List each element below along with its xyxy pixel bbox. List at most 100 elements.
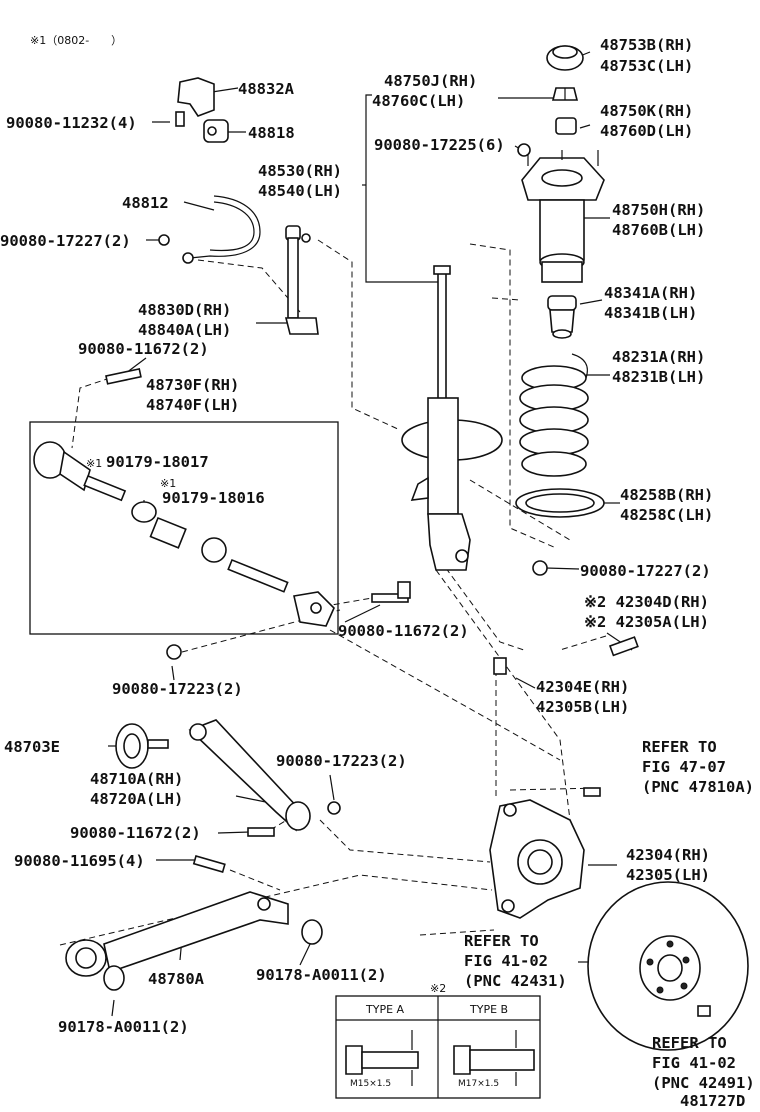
label-48760c: 48760C(LH) bbox=[372, 92, 465, 110]
label-48760b: 48760B(LH) bbox=[612, 221, 705, 239]
bolt-part bbox=[105, 367, 142, 385]
screw-part bbox=[697, 1005, 711, 1017]
refer-fig-41-02-a-line3: (PNC 42431) bbox=[464, 972, 567, 990]
upper-bushing-part bbox=[555, 117, 577, 135]
nut-part bbox=[532, 560, 548, 576]
callout-labels: ※1（0802- ） 48753B(RH) 48753C(LH) 48832A … bbox=[0, 34, 755, 1110]
stabilizer-link-part bbox=[284, 225, 319, 335]
refer-fig-41-02-a-line2: FIG 41-02 bbox=[464, 952, 548, 970]
bump-stopper-part bbox=[547, 295, 577, 339]
diagram-id: 481727D bbox=[680, 1092, 745, 1110]
label-48753c: 48753C(LH) bbox=[600, 57, 693, 75]
bolt-part bbox=[608, 636, 639, 657]
label-48341a: 48341A(RH) bbox=[604, 284, 697, 302]
label-48750h: 48750H(RH) bbox=[612, 201, 705, 219]
label-42305b: 42305B(LH) bbox=[536, 698, 629, 716]
label-42304: 42304(RH) bbox=[626, 846, 710, 864]
label-90178-a0011-a: 90178-A0011(2) bbox=[256, 966, 387, 984]
upper-support-part bbox=[521, 150, 605, 283]
strut-absorber-part bbox=[401, 265, 503, 571]
label-48832a: 48832A bbox=[238, 80, 295, 98]
label-48341b: 48341B(LH) bbox=[604, 304, 697, 322]
label-90080-17225: 90080-17225(6) bbox=[374, 136, 505, 154]
label-48231b: 48231B(LH) bbox=[612, 368, 705, 386]
nut-part bbox=[327, 801, 341, 815]
label-48730f: 48730F(RH) bbox=[146, 376, 239, 394]
inset-size-b: M17×1.5 bbox=[458, 1079, 499, 1089]
label-90080-17227-a: 90080-17227(2) bbox=[0, 232, 131, 250]
assembly-dashed-lines bbox=[59, 239, 607, 946]
label-48753b: 48753B(RH) bbox=[600, 36, 693, 54]
mark-note-1b: ※1 bbox=[160, 477, 176, 490]
refer-fig-47-07-line3: (PNC 47810A) bbox=[642, 778, 754, 796]
bolt-part bbox=[371, 581, 411, 603]
nut-part bbox=[517, 143, 531, 157]
bolt-part bbox=[247, 827, 275, 837]
inset-type-b-label: TYPE B bbox=[469, 1003, 508, 1016]
stud-type-inset bbox=[335, 995, 541, 1099]
stabilizer-bracket-part bbox=[175, 77, 215, 127]
label-48830d: 48830D(RH) bbox=[138, 301, 231, 319]
refer-fig-47-07-line1: REFER TO bbox=[642, 738, 717, 756]
inset-mark: ※2 bbox=[430, 982, 446, 995]
disc-rotor-part bbox=[587, 881, 749, 1051]
label-48840a: 48840A(LH) bbox=[138, 321, 231, 339]
label-48703e: 48703E bbox=[4, 738, 60, 756]
coil-spring-part bbox=[519, 353, 589, 477]
label-42304e: 42304E(RH) bbox=[536, 678, 629, 696]
upper-arm-part bbox=[115, 719, 311, 832]
leader-lines bbox=[108, 51, 705, 1038]
label-48818: 48818 bbox=[248, 124, 295, 142]
label-90080-11672-b: 90080-11672(2) bbox=[338, 622, 469, 640]
label-90178-a0011-b: 90178-A0011(2) bbox=[58, 1018, 189, 1036]
nut-part bbox=[166, 644, 182, 660]
cam-plate-part bbox=[103, 919, 323, 991]
refer-fig-41-02-a-line1: REFER TO bbox=[464, 932, 539, 950]
label-42305: 42305(LH) bbox=[626, 866, 710, 884]
label-48710a: 48710A(RH) bbox=[90, 770, 183, 788]
label-90080-17223-b: 90080-17223(2) bbox=[276, 752, 407, 770]
nut-part bbox=[551, 87, 579, 101]
mark-note-1a: ※1 bbox=[86, 457, 102, 470]
label-90179-18017: 90179-18017 bbox=[106, 453, 209, 471]
label-48720a: 48720A(LH) bbox=[90, 790, 183, 808]
label-48760d: 48760D(LH) bbox=[600, 122, 693, 140]
label-42305a: ※2 42305A(LH) bbox=[584, 613, 709, 631]
inset-size-a: M15×1.5 bbox=[350, 1079, 391, 1089]
date-range-note: ※1（0802- ） bbox=[30, 34, 122, 47]
label-42304d: ※2 42304D(RH) bbox=[584, 593, 709, 611]
label-90080-17227-b: 90080-17227(2) bbox=[580, 562, 711, 580]
label-48231a: 48231A(RH) bbox=[612, 348, 705, 366]
bolt-part bbox=[192, 855, 226, 873]
label-90080-11695: 90080-11695(4) bbox=[14, 852, 145, 870]
label-90080-11232: 90080-11232(4) bbox=[6, 114, 137, 132]
label-90080-11672-a: 90080-11672(2) bbox=[78, 340, 209, 358]
label-48258c: 48258C(LH) bbox=[620, 506, 713, 524]
lower-arm-assembly-part bbox=[33, 441, 335, 627]
label-90080-11672-c: 90080-11672(2) bbox=[70, 824, 201, 842]
steering-knuckle-part bbox=[489, 799, 585, 919]
refer-fig-41-02-b-line3: (PNC 42491) bbox=[652, 1074, 755, 1092]
label-48812: 48812 bbox=[122, 194, 169, 212]
label-48780a: 48780A bbox=[148, 970, 205, 988]
refer-fig-41-02-b-line2: FIG 41-02 bbox=[652, 1054, 736, 1072]
stabilizer-bushing-part bbox=[203, 119, 229, 143]
stabilizer-bar-part bbox=[158, 195, 261, 264]
label-48258b: 48258B(RH) bbox=[620, 486, 713, 504]
bolt-part bbox=[583, 787, 601, 797]
label-48750k: 48750K(RH) bbox=[600, 102, 693, 120]
rear-lower-arm-part bbox=[65, 891, 289, 977]
dust-cap-part bbox=[546, 45, 584, 71]
spring-seat-part bbox=[515, 488, 605, 518]
refer-fig-47-07-line2: FIG 47-07 bbox=[642, 758, 726, 776]
inset-type-a-label: TYPE A bbox=[365, 1003, 405, 1016]
label-90179-18016: 90179-18016 bbox=[162, 489, 265, 507]
label-90080-17223-a: 90080-17223(2) bbox=[112, 680, 243, 698]
refer-fig-41-02-b-line1: REFER TO bbox=[652, 1034, 727, 1052]
lower-arm-group-box bbox=[29, 421, 339, 635]
label-48750j: 48750J(RH) bbox=[384, 72, 477, 90]
cam-bolt-part bbox=[493, 657, 507, 675]
label-48540: 48540(LH) bbox=[258, 182, 342, 200]
